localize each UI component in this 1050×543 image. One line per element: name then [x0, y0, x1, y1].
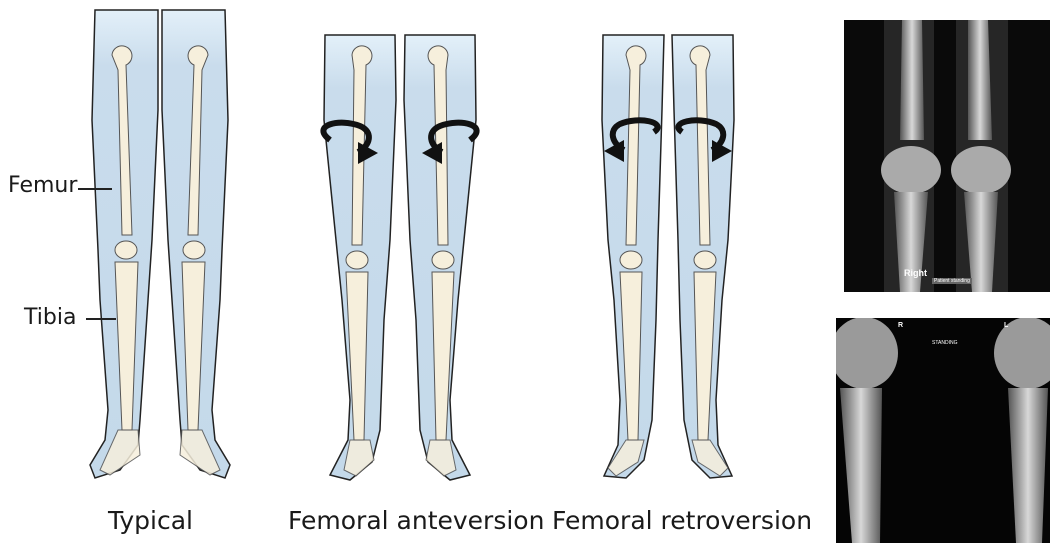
xray-patient-tag: Patient standing — [932, 278, 972, 284]
retroversion-legs-illustration — [568, 0, 768, 500]
tibia-label: Tibia — [24, 305, 76, 330]
xray-right-label: Right — [904, 268, 927, 278]
left-knee-xray — [951, 146, 1011, 194]
xray-bottom-image: R L STANDING — [836, 318, 1050, 543]
left-femur-xray — [968, 20, 992, 140]
left-foot — [344, 440, 374, 476]
typical-legs-illustration — [60, 0, 260, 500]
xray-top-image: Right Patient standing — [844, 20, 1050, 292]
xray-l-marker: L — [1004, 322, 1008, 329]
right-knee-xray — [881, 146, 941, 194]
xray-bottom-svg — [836, 318, 1050, 543]
right-femur-xray — [900, 20, 924, 140]
retroversion-legs-svg — [568, 0, 768, 500]
xray-r-marker: R — [898, 322, 903, 329]
caption-retroversion: Femoral retroversion — [552, 506, 812, 535]
typical-legs-svg — [60, 0, 260, 500]
right-knee — [432, 251, 454, 269]
femur-label: Femur — [8, 173, 77, 198]
right-knee — [183, 241, 205, 259]
left-knee — [346, 251, 368, 269]
xray-top-svg — [844, 20, 1050, 292]
caption-typical: Typical — [108, 506, 193, 535]
caption-anteversion: Femoral anteversion — [288, 506, 544, 535]
femur-leader-line — [78, 188, 112, 190]
anteversion-legs-illustration — [300, 0, 500, 500]
right-foot — [426, 440, 456, 476]
left-knee — [115, 241, 137, 259]
xray-standing-note: STANDING — [932, 340, 957, 346]
tibia-leader-line — [86, 318, 116, 320]
left-knee — [620, 251, 642, 269]
right-knee — [694, 251, 716, 269]
anteversion-legs-svg — [300, 0, 500, 500]
